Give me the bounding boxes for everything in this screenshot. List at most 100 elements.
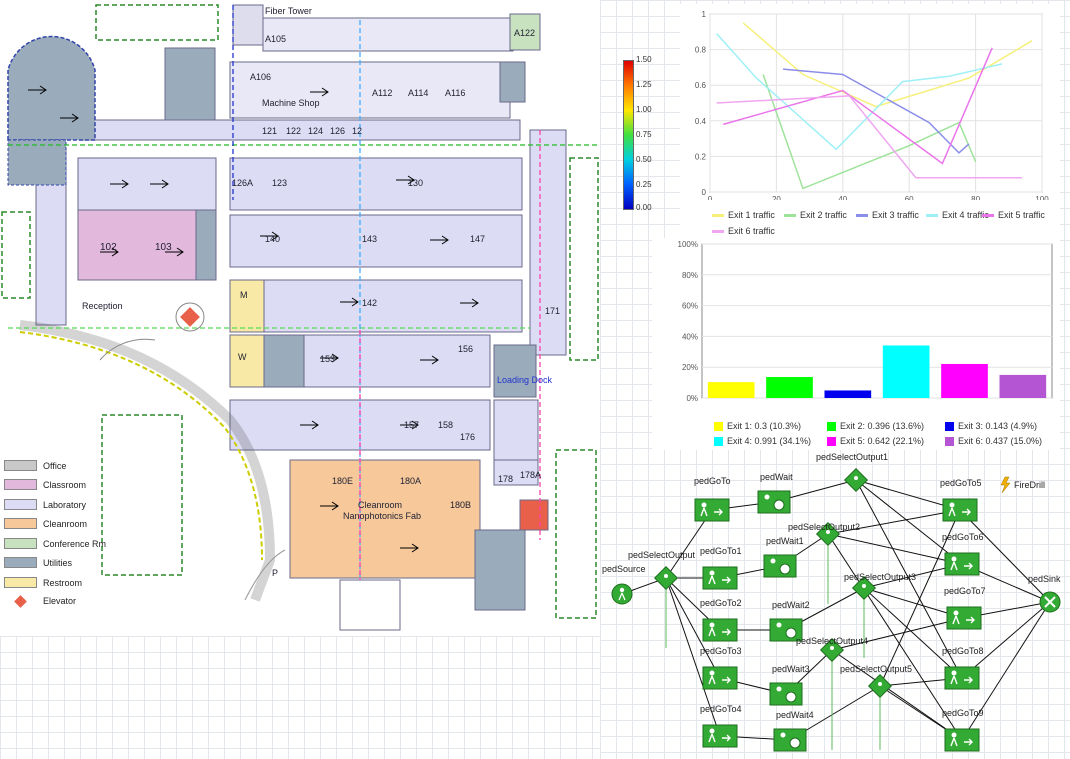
- flow-edge: [959, 509, 1051, 603]
- room-label: 12: [352, 126, 362, 136]
- room-label: 157: [404, 420, 419, 430]
- bar-exit-6: [999, 374, 1047, 398]
- clock-icon: [773, 499, 785, 511]
- legend-label: Exit 5: 0.642 (22.1%): [840, 436, 925, 446]
- legend-swatch: [945, 436, 954, 446]
- arrow-right-icon: [952, 615, 975, 625]
- ped-go-to5-node[interactable]: pedGoTo5: [940, 478, 982, 522]
- legend-label: Conference Rm: [43, 538, 107, 549]
- series-line-4: [716, 33, 1003, 151]
- y-tick-label: 0: [702, 188, 707, 197]
- y-tick-label: 40%: [682, 332, 698, 341]
- legend-item: Exit 2 traffic: [784, 210, 847, 220]
- series-line-3: [782, 68, 970, 154]
- ped-select-output4-node[interactable]: pedSelectOutput4: [796, 636, 868, 663]
- legend-conference: Conference Rm: [4, 538, 106, 549]
- ped-go-to7-node[interactable]: pedGoTo7: [944, 586, 986, 630]
- legend-swatch: [714, 436, 723, 446]
- legend-classroom: Classroom: [4, 479, 86, 490]
- ped-wait-node[interactable]: pedWait: [757, 472, 793, 514]
- colorbar: 1.50 1.25 1.00 0.75 0.50 0.25 0.00: [620, 55, 660, 212]
- node-label: pedWait4: [776, 710, 814, 720]
- room-label: Cleanroom: [358, 500, 402, 510]
- flow-edge: [961, 601, 1051, 679]
- ped-go-to9-node[interactable]: pedGoTo9: [942, 708, 984, 752]
- clock-icon: [779, 563, 791, 575]
- y-tick-label: 60%: [682, 302, 698, 311]
- legend-label: Exit 4: 0.991 (34.1%): [727, 436, 812, 446]
- ped-select-output-node[interactable]: pedSelectOutput: [628, 550, 696, 591]
- legend-utilities: Utilities: [4, 557, 72, 568]
- legend-swatch: [712, 213, 724, 217]
- room-label: 153: [320, 354, 335, 364]
- room-label: A122: [514, 28, 535, 38]
- node-label: pedGoTo2: [700, 598, 742, 608]
- arrow-right-icon: [708, 675, 731, 685]
- legend-swatch: [926, 213, 938, 217]
- clock-icon: [785, 627, 797, 639]
- bar-chart-bars: [707, 345, 1047, 398]
- arrow-right-icon: [700, 507, 723, 517]
- pedestrian-icon: [776, 686, 782, 692]
- legend-label: Exit 2: 0.396 (13.6%): [840, 421, 925, 431]
- node-label: pedGoTo5: [940, 478, 982, 488]
- legend-item: Exit 5: 0.642 (22.1%): [827, 436, 924, 446]
- series-line-6: [716, 95, 1023, 179]
- firedrill-event[interactable]: FireDrill: [1000, 476, 1045, 494]
- ped-go-to2-node[interactable]: pedGoTo2: [700, 598, 742, 642]
- ped-go-to-node[interactable]: pedGoTo: [694, 476, 731, 522]
- ped-wait3-node[interactable]: pedWait3: [769, 664, 810, 706]
- ped-select-output1-node[interactable]: pedSelectOutput1: [816, 452, 888, 493]
- legend-swatch: [827, 436, 836, 446]
- colorbar-gradient: [623, 60, 634, 210]
- x-tick-label: 0: [708, 195, 713, 200]
- flow-edge: [665, 577, 721, 679]
- ped-go-to4-node[interactable]: pedGoTo4: [700, 704, 742, 748]
- flow-edge: [831, 617, 965, 651]
- ped-go-to8-node[interactable]: pedGoTo8: [942, 646, 984, 690]
- line-chart-grid: [709, 13, 1043, 193]
- room-label: 130: [408, 178, 423, 188]
- y-tick-label: 0%: [686, 394, 698, 403]
- legend-swatch: [4, 499, 37, 510]
- ped-wait4-node[interactable]: pedWait4: [773, 710, 814, 752]
- series-line-5: [723, 47, 993, 165]
- floor-plan[interactable]: Fiber Tower A105 A106 Machine Shop A112 …: [0, 0, 600, 636]
- legend-label: Exit 1 traffic: [728, 210, 775, 220]
- ped-sink-node[interactable]: pedSink: [1028, 574, 1061, 613]
- ped-go-to1-node[interactable]: pedGoTo1: [700, 546, 742, 590]
- arrow-right-icon: [708, 733, 731, 743]
- room-label: Loading Dock: [497, 375, 553, 385]
- pedestrian-icon: [709, 570, 715, 576]
- colorbar-tick: 1.00: [636, 105, 652, 114]
- ped-go-to3-node[interactable]: pedGoTo3: [700, 646, 742, 690]
- flow-edge: [855, 479, 963, 679]
- colorbar-tick: 1.25: [636, 80, 652, 89]
- legend-label: Exit 6 traffic: [728, 226, 775, 236]
- legend-item: Exit 1: 0.3 (10.3%): [714, 421, 801, 431]
- legend-label: Elevator: [43, 596, 77, 606]
- ped-go-to6-node[interactable]: pedGoTo6: [942, 532, 984, 576]
- flow-edge: [665, 577, 721, 737]
- room-label: M: [240, 290, 248, 300]
- colorbar-tick: 1.50: [636, 55, 652, 64]
- node-label: pedWait: [760, 472, 793, 482]
- ped-select-output2-node[interactable]: pedSelectOutput2: [788, 521, 860, 547]
- y-tick-label: 0.8: [695, 46, 707, 55]
- ped-wait2-node[interactable]: pedWait2: [769, 600, 810, 642]
- colorbar-tick: 0.75: [636, 130, 652, 139]
- room-label: 123: [272, 178, 287, 188]
- ped-source-node[interactable]: pedSource: [602, 564, 646, 605]
- legend-label: Laboratory: [43, 499, 87, 510]
- legend-label: Exit 1: 0.3 (10.3%): [727, 421, 802, 431]
- ped-wait1-node[interactable]: pedWait1: [763, 536, 804, 578]
- room-label: 147: [470, 234, 485, 244]
- node-label: pedGoTo7: [944, 586, 986, 596]
- ped-select-output3-node[interactable]: pedSelectOutput3: [844, 572, 916, 601]
- bar-chart-panel[interactable]: 100%80%60%40%20%0% Exit 1: 0.3 (10.3%) E…: [652, 238, 1060, 450]
- ped-select-output5-node[interactable]: pedSelectOutput5: [840, 664, 912, 699]
- x-tick-label: 80: [971, 195, 980, 200]
- legend-swatch: [4, 557, 37, 568]
